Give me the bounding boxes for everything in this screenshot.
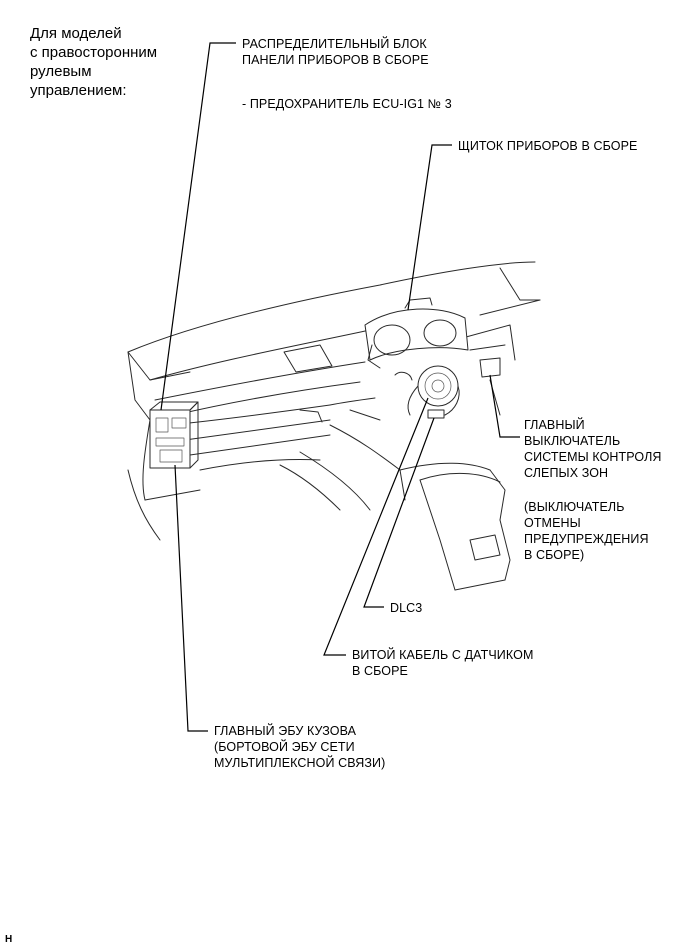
label-junction-block: РАСПРЕДЕЛИТЕЛЬНЫЙ БЛОК ПАНЕЛИ ПРИБОРОВ В… <box>242 37 429 67</box>
figure-code: H <box>5 934 13 945</box>
leader-lines <box>160 42 520 732</box>
label-fuse: - ПРЕДОХРАНИТЕЛЬ ECU-IG1 № 3 <box>242 97 452 111</box>
leader-body-ecu <box>174 464 208 732</box>
label-cancel-switch: (ВЫКЛЮЧАТЕЛЬ ОТМЕНЫ ПРЕДУПРЕЖДЕНИЯ В СБО… <box>524 500 649 562</box>
leader-blind-spot-switch <box>489 374 520 438</box>
label-spiral-cable: ВИТОЙ КАБЕЛЬ С ДАТЧИКОМ В СБОРЕ <box>352 648 534 678</box>
page-heading: Для моделей с правосторонним рулевым упр… <box>30 25 158 99</box>
label-body-ecu: ГЛАВНЫЙ ЭБУ КУЗОВА (БОРТОВОЙ ЭБУ СЕТИ МУ… <box>214 724 386 770</box>
leader-junction-block <box>160 42 236 411</box>
label-meter: ЩИТОК ПРИБОРОВ В СБОРЕ <box>458 139 638 153</box>
leader-spiral-cable <box>323 397 429 656</box>
leader-dlc3 <box>363 417 435 608</box>
leader-meter <box>407 144 452 311</box>
dashboard-drawing <box>127 261 541 591</box>
label-blind-spot-switch: ГЛАВНЫЙ ВЫКЛЮЧАТЕЛЬ СИСТЕМЫ КОНТРОЛЯ СЛЕ… <box>524 418 662 480</box>
label-dlc3: DLC3 <box>390 601 423 615</box>
